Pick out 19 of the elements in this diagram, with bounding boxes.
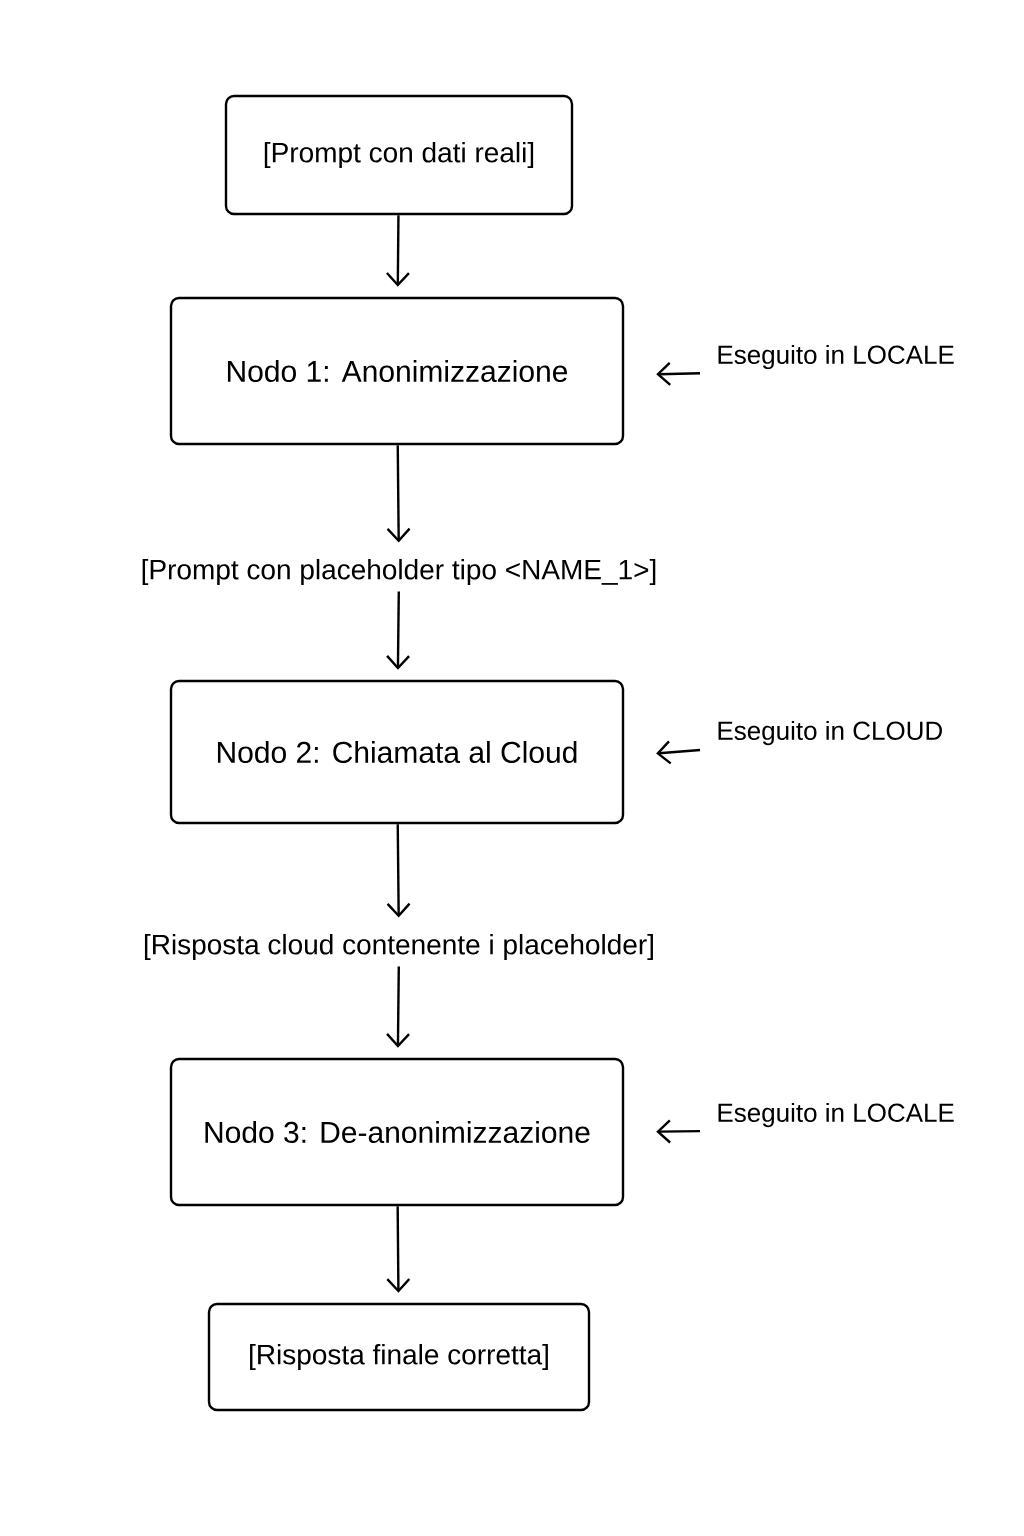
process-box: [Risposta finale corretta] — [207, 1302, 591, 1412]
process-box: Nodo 1: Anonimizzazione — [169, 296, 625, 446]
arrow — [386, 215, 410, 287]
arrow — [656, 1119, 701, 1144]
note-text: Eseguito in LOCALE — [718, 1102, 954, 1128]
arrow — [656, 740, 701, 765]
arrow — [386, 824, 411, 918]
note-text: Eseguito in LOCALE — [718, 344, 954, 370]
process-box: [Prompt con dati reali] — [224, 94, 574, 216]
data-label: [Risposta cloud contenente i placeholder] — [144, 933, 653, 961]
data-label: [Prompt con placeholder tipo <NAME_1>] — [142, 558, 656, 586]
process-box: Nodo 2: Chiamata al Cloud — [169, 679, 625, 825]
arrow — [386, 445, 411, 543]
arrow — [386, 966, 410, 1048]
arrow — [656, 362, 701, 386]
arrow — [386, 591, 410, 670]
arrow — [386, 1206, 411, 1293]
process-box: Nodo 3: De-anonimizzazione — [169, 1057, 625, 1207]
note-text: Eseguito in CLOUD — [718, 720, 942, 746]
